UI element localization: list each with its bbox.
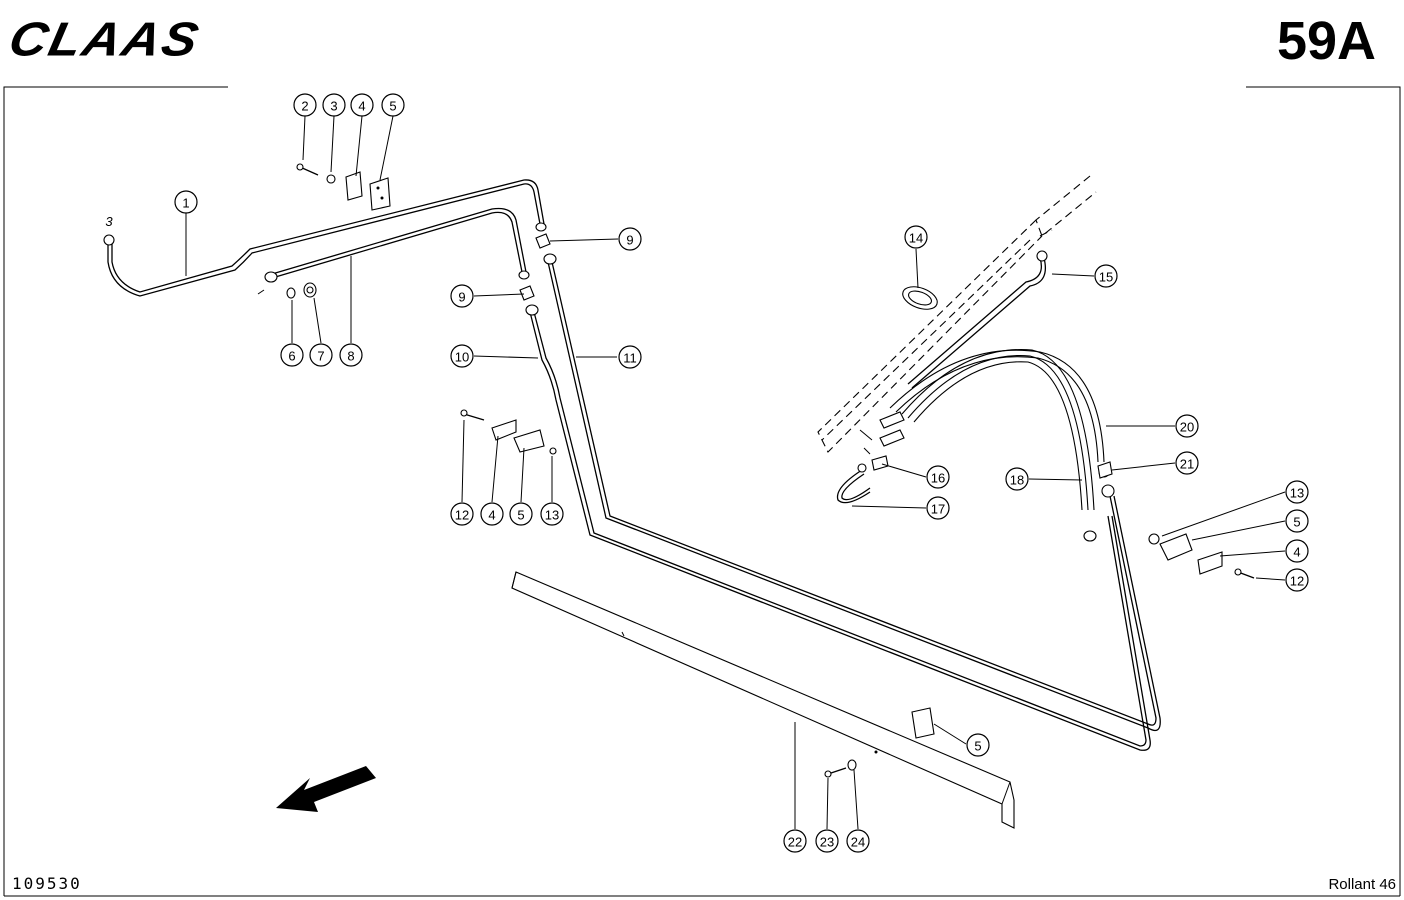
callout-label: 7	[317, 349, 324, 364]
callout-14: 14	[904, 225, 928, 249]
seal-fittings-6-7	[286, 282, 317, 299]
leader-lines	[185, 115, 1286, 830]
callout-12: 12	[1285, 568, 1309, 592]
callout-1: 1	[174, 190, 198, 214]
callout-21: 21	[1175, 451, 1199, 475]
callout-label: 4	[1293, 545, 1300, 560]
callout-label: 12	[1290, 574, 1304, 589]
callout-label: 17	[931, 502, 945, 517]
hose-clamp-14	[902, 286, 938, 310]
callout-11: 11	[618, 345, 642, 369]
callout-label: 10	[455, 350, 469, 365]
callout-label: 6	[288, 349, 295, 364]
callout-7: 7	[309, 343, 333, 367]
callout-23: 23	[815, 829, 839, 853]
callout-label: 14	[909, 231, 923, 246]
callout-9: 9	[450, 284, 474, 308]
callout-5: 5	[966, 733, 990, 757]
callout-9: 9	[618, 227, 642, 251]
callout-label: 16	[931, 471, 945, 486]
callout-label: 15	[1099, 270, 1113, 285]
callout-label: 9	[626, 233, 633, 248]
callout-8: 8	[339, 343, 363, 367]
callout-5: 5	[509, 502, 533, 526]
callout-16: 16	[926, 465, 950, 489]
machine-model: Rollant 46	[1328, 876, 1396, 893]
callout-label: 22	[788, 835, 802, 850]
callout-label: 8	[347, 349, 354, 364]
clamp-lower	[911, 707, 935, 739]
callout-3: 3	[322, 93, 346, 117]
callout-label: 24	[851, 835, 865, 850]
hydraulic-pipe-10	[525, 304, 1151, 751]
hydraulic-pipe-1	[103, 179, 547, 297]
hydraulic-pipe-8	[257, 207, 530, 295]
angle-bar-22	[511, 571, 1015, 829]
callout-15: 15	[1094, 264, 1118, 288]
callout-4: 4	[1285, 539, 1309, 563]
clamp-set-middle	[460, 409, 557, 455]
hydraulic-pipe-11	[543, 253, 1161, 732]
callout-label: 20	[1180, 420, 1194, 435]
drawing-reference: 109530	[12, 874, 82, 893]
bolt-and-washer	[824, 750, 878, 778]
callout-22: 22	[783, 829, 807, 853]
callout-label: 1	[182, 196, 189, 211]
callout-label: 12	[455, 508, 469, 523]
hydraulic-hose-20	[889, 349, 1110, 478]
hydraulic-pipe-15	[907, 250, 1048, 389]
callout-6: 6	[280, 343, 304, 367]
callout-label: 13	[1290, 486, 1304, 501]
callout-label: 3	[330, 99, 337, 114]
callout-5: 5	[1285, 509, 1309, 533]
callout-label: 5	[389, 99, 396, 114]
callout-20: 20	[1175, 414, 1199, 438]
callout-4: 4	[350, 93, 374, 117]
drawing-frame	[3, 86, 1401, 897]
callout-2: 2	[293, 93, 317, 117]
callout-label: 5	[974, 739, 981, 754]
callout-12: 12	[450, 502, 474, 526]
callout-label: 4	[488, 508, 495, 523]
callout-label: 23	[820, 835, 834, 850]
callout-13: 13	[540, 502, 564, 526]
direction-arrow	[276, 766, 376, 812]
callout-label: 21	[1180, 457, 1194, 472]
callout-18: 18	[1005, 467, 1029, 491]
callout-label: 11	[623, 351, 637, 366]
callout-label: 4	[358, 99, 365, 114]
callout-label: 13	[545, 508, 559, 523]
fittings-16-17	[836, 411, 905, 504]
union-fittings-9	[519, 233, 551, 301]
callout-17: 17	[926, 496, 950, 520]
frame-member-outline	[817, 175, 1097, 453]
callout-label: 5	[517, 508, 524, 523]
pipe-end-mark: 3	[105, 214, 113, 229]
callout-5: 5	[381, 93, 405, 117]
callout-24: 24	[846, 829, 870, 853]
callout-label: 9	[458, 290, 465, 305]
callout-label: 2	[301, 99, 308, 114]
clamp-set-right	[1148, 533, 1255, 579]
union-fitting-21	[1097, 461, 1113, 479]
callout-label: 5	[1293, 515, 1300, 530]
callout-label: 18	[1010, 473, 1024, 488]
callout-10: 10	[450, 344, 474, 368]
callout-13: 13	[1285, 480, 1309, 504]
clamp-set-top	[296, 163, 391, 211]
callout-4: 4	[480, 502, 504, 526]
page-number: 59A	[1276, 11, 1376, 71]
